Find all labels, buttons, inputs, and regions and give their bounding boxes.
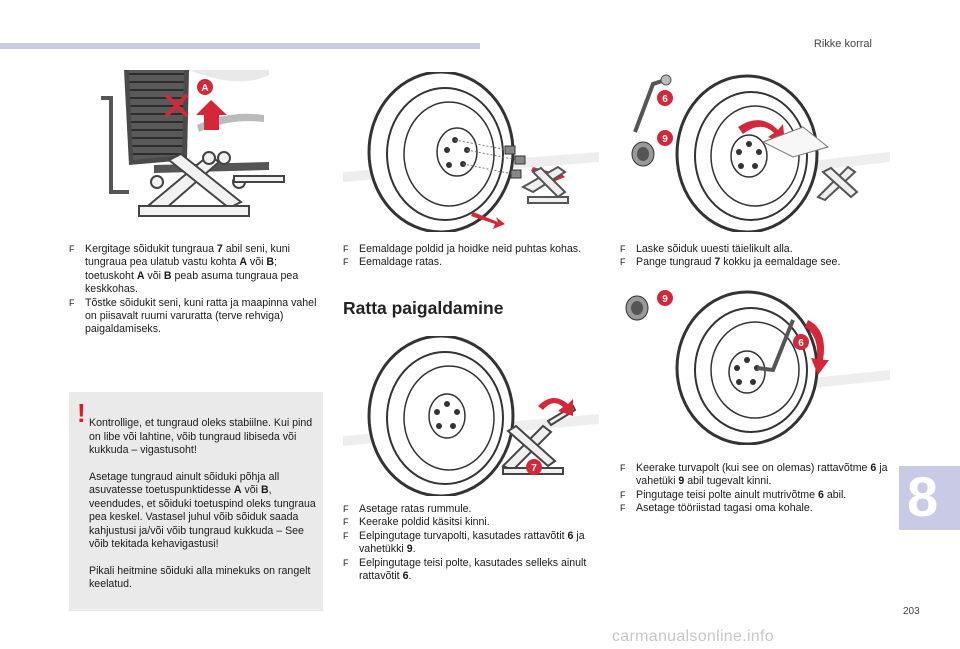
warning-text: Kontrollige, et tungraud oleks stabiilne… xyxy=(89,404,317,605)
bullet-icon: F xyxy=(69,297,75,308)
chapter-number: 8 xyxy=(907,465,939,528)
wheel-key-icon xyxy=(633,78,666,133)
watermark: carmanualsonline.info xyxy=(612,628,774,645)
adapter-icon xyxy=(631,141,655,167)
rotate-arrow-icon xyxy=(805,320,829,375)
instruction-item: F Keerake turvapolt (kui see on olemas) r… xyxy=(620,462,890,489)
instruction-text: Laske sõiduk uuesti täielikult alla. xyxy=(636,243,793,255)
instruction-item: F Pingutage teisi polte ainult mutrivõtme… xyxy=(620,489,890,502)
figure-remove-bolts xyxy=(343,72,599,232)
wheel-illustration xyxy=(675,74,819,232)
instruction-text: Asetage ratas rummule. xyxy=(359,503,472,515)
bullet-icon: F xyxy=(343,557,349,568)
bullet-icon: F xyxy=(69,244,75,254)
tire-illustration xyxy=(124,70,269,173)
bullet-icon: F xyxy=(620,257,626,268)
callout-6: 6 xyxy=(798,338,804,349)
warning-box: ! Kontrollige, et tungraud oleks stabiil… xyxy=(69,392,323,611)
bullet-icon: F xyxy=(620,489,626,500)
figure-lower-vehicle: 6 9 xyxy=(613,72,890,232)
instruction-item: F Asetage ratas rummule. xyxy=(343,503,599,516)
wheel-key-icon xyxy=(756,319,795,373)
callout-7: 7 xyxy=(531,463,537,474)
header-band xyxy=(0,43,480,49)
chapter-tab: 8 xyxy=(899,465,960,530)
instruction-item: F Eelpingutage teisi polte, kasutades sel… xyxy=(343,557,599,584)
instruction-item: F Pange tungraud 7 kokku ja eemaldage see… xyxy=(620,256,885,269)
forbidden-cross-icon xyxy=(164,93,189,118)
warning-line: Asetage tungraud ainult sõiduki põhja al… xyxy=(89,471,316,551)
instruction-text: Asetage tööriistad tagasi oma kohale. xyxy=(636,502,813,515)
chapter-title: Rikke korral xyxy=(813,38,872,50)
section-heading: Ratta paigaldamine xyxy=(343,298,504,318)
adapter-icon xyxy=(625,295,649,321)
rotate-arrow-icon xyxy=(538,397,573,416)
figure-tighten-bolts: 9 6 xyxy=(613,280,890,445)
instruction-text: Eelpingutage turvapolti, kasutades ratta… xyxy=(359,529,585,556)
callout-6: 6 xyxy=(662,94,668,105)
instruction-item: F Asetage tööriistad tagasi oma kohale. xyxy=(620,502,890,515)
column-3-tightening: F Keerake turvapolt (kui see on olemas) r… xyxy=(620,462,890,516)
instruction-text: Keerake poldid käsitsi kinni. xyxy=(359,516,490,529)
instruction-text: Eemaldage ratas. xyxy=(359,256,443,269)
warning-exclamation-icon: ! xyxy=(77,398,86,428)
bullet-icon: F xyxy=(343,257,349,268)
instruction-item: F Keerake poldid käsitsi kinni. xyxy=(343,516,599,529)
instruction-item: F Laske sõiduk uuesti täielikult alla. xyxy=(620,243,885,256)
bullet-icon: F xyxy=(620,503,626,514)
figure-mount-wheel: 7 xyxy=(343,336,599,496)
instruction-item: F Kergitage sõidukit tungraua 7 abil seni… xyxy=(69,243,323,297)
instruction-item: F Eelpingutage turvapolti, kasutades ratt… xyxy=(343,530,599,557)
wheel-illustration xyxy=(367,336,515,496)
bullet-icon: F xyxy=(343,517,349,528)
instruction-item: F Tõstke sõidukit seni, kuni ratta ja maa… xyxy=(69,297,323,337)
arrow-down-icon xyxy=(471,212,505,229)
column-2-mounting: F Asetage ratas rummule. F Keerake poldid … xyxy=(343,503,599,583)
instruction-text: Kergitage sõidukit tungraua 7 abil seni,… xyxy=(85,243,299,296)
column-1-instructions: F Kergitage sõidukit tungraua 7 abil seni… xyxy=(69,243,323,337)
instruction-text: Eelpingutage teisi polte, kasutades sell… xyxy=(359,556,587,583)
warning-line: Pikali heitmine sõiduki alla minekuks on… xyxy=(89,564,311,591)
wheel-illustration xyxy=(675,290,819,445)
instruction-text: Tõstke sõidukit seni, kuni ratta ja maap… xyxy=(85,296,317,336)
bullet-icon: F xyxy=(343,530,349,541)
column-2-removal: F Eemaldage poldid ja hoidke neid puhtas … xyxy=(343,243,599,270)
instruction-item: F Eemaldage poldid ja hoidke neid puhtas … xyxy=(343,243,599,256)
bullet-icon: F xyxy=(343,504,349,514)
instruction-text: Pingutage teisi polte ainult mutrivõtme … xyxy=(636,488,847,501)
page-number: 203 xyxy=(903,606,920,617)
bullet-icon: F xyxy=(343,244,349,254)
instruction-text: Eemaldage poldid ja hoidke neid puhtas k… xyxy=(359,243,582,255)
bullet-icon: F xyxy=(620,244,626,254)
wheel-illustration xyxy=(367,72,515,232)
instruction-item: F Eemaldage ratas. xyxy=(343,256,599,269)
callout-9: 9 xyxy=(662,134,668,145)
callout-A: A xyxy=(201,83,208,94)
callout-9: 9 xyxy=(662,294,668,305)
scissor-jack xyxy=(138,151,285,217)
figure-jack-positioning: A xyxy=(69,70,323,230)
up-arrow-icon xyxy=(196,100,227,130)
bullet-icon: F xyxy=(620,463,626,473)
instruction-text: Pange tungraud 7 kokku ja eemaldage see. xyxy=(636,256,841,269)
instruction-text: Keerake turvapolt (kui see on olemas) ra… xyxy=(636,462,888,488)
warning-line: Kontrollige, et tungraud oleks stabiilne… xyxy=(89,417,313,457)
